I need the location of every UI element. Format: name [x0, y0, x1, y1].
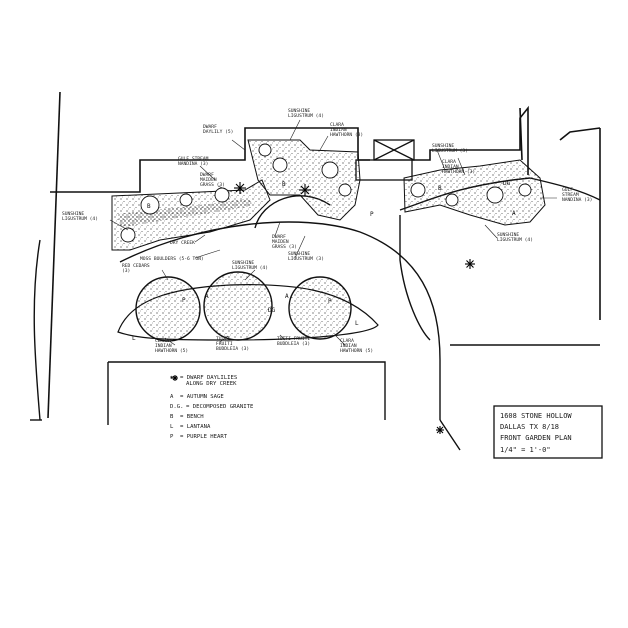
- legend-text-5: = PURPLE HEART: [180, 434, 228, 440]
- purple-heart-mark: P: [182, 297, 186, 304]
- legend-key-1: A: [170, 394, 174, 400]
- legend-text-1: = AUTUMN SAGE: [180, 394, 224, 400]
- plan-symbol-letters: B B B L L P P P A A A DG DG: [132, 180, 516, 342]
- bench-mark: B: [147, 203, 151, 210]
- title-line-3: FRONT GARDEN PLAN: [500, 434, 572, 442]
- front-steps: [355, 139, 415, 181]
- title-line-1: 1608 STONE HOLLOW: [500, 412, 572, 420]
- legend-text-4: = LANTANA: [180, 424, 211, 430]
- right-planting-bed: [403, 159, 546, 226]
- title-line-2: DALLAS TX 8/18: [500, 423, 559, 431]
- legend-key-4: L: [170, 424, 174, 430]
- leader-lines: [109, 119, 557, 346]
- dg-mark-2: DG: [503, 180, 511, 187]
- house-outline: [47, 91, 601, 419]
- label-red-cedars: RED CEDARS(3): [122, 263, 150, 274]
- autumn-sage-mark-3: A: [512, 210, 516, 217]
- title-block: 1608 STONE HOLLOW DALLAS TX 8/18 FRONT G…: [493, 405, 603, 459]
- daylily-symbols: [172, 182, 475, 434]
- purple-heart-mark-3: P: [370, 211, 374, 218]
- label-dry-creek: DRY CREEK: [170, 240, 195, 246]
- label-moss-boulders: MOSS BOULDERS (5-6 TON): [140, 256, 204, 262]
- red-cedar-trees: [135, 271, 352, 342]
- dg-mark: DG: [268, 307, 276, 314]
- purple-heart-mark-2: P: [328, 298, 332, 305]
- bench-mark-2: B: [282, 181, 286, 188]
- autumn-sage-mark: A: [205, 293, 209, 300]
- lantana-mark-2: L: [355, 320, 359, 327]
- legend-key-2: D.G.: [170, 404, 183, 410]
- lantana-mark: L: [132, 335, 136, 342]
- title-line-4: 1/4" = 1'-0": [500, 446, 551, 454]
- legend-text-3: = BENCH: [180, 414, 204, 420]
- legend-key-5: P: [170, 434, 174, 440]
- shrub-symbols: [120, 143, 532, 243]
- autumn-sage-mark-2: A: [285, 293, 289, 300]
- bench-mark-3: B: [438, 185, 442, 192]
- legend-key-0: ✱: [170, 375, 174, 381]
- legend-text-2: = DECOMPOSED GRANITE: [186, 404, 254, 410]
- dry-creek: [118, 198, 252, 228]
- legend-key-3: B: [170, 414, 174, 420]
